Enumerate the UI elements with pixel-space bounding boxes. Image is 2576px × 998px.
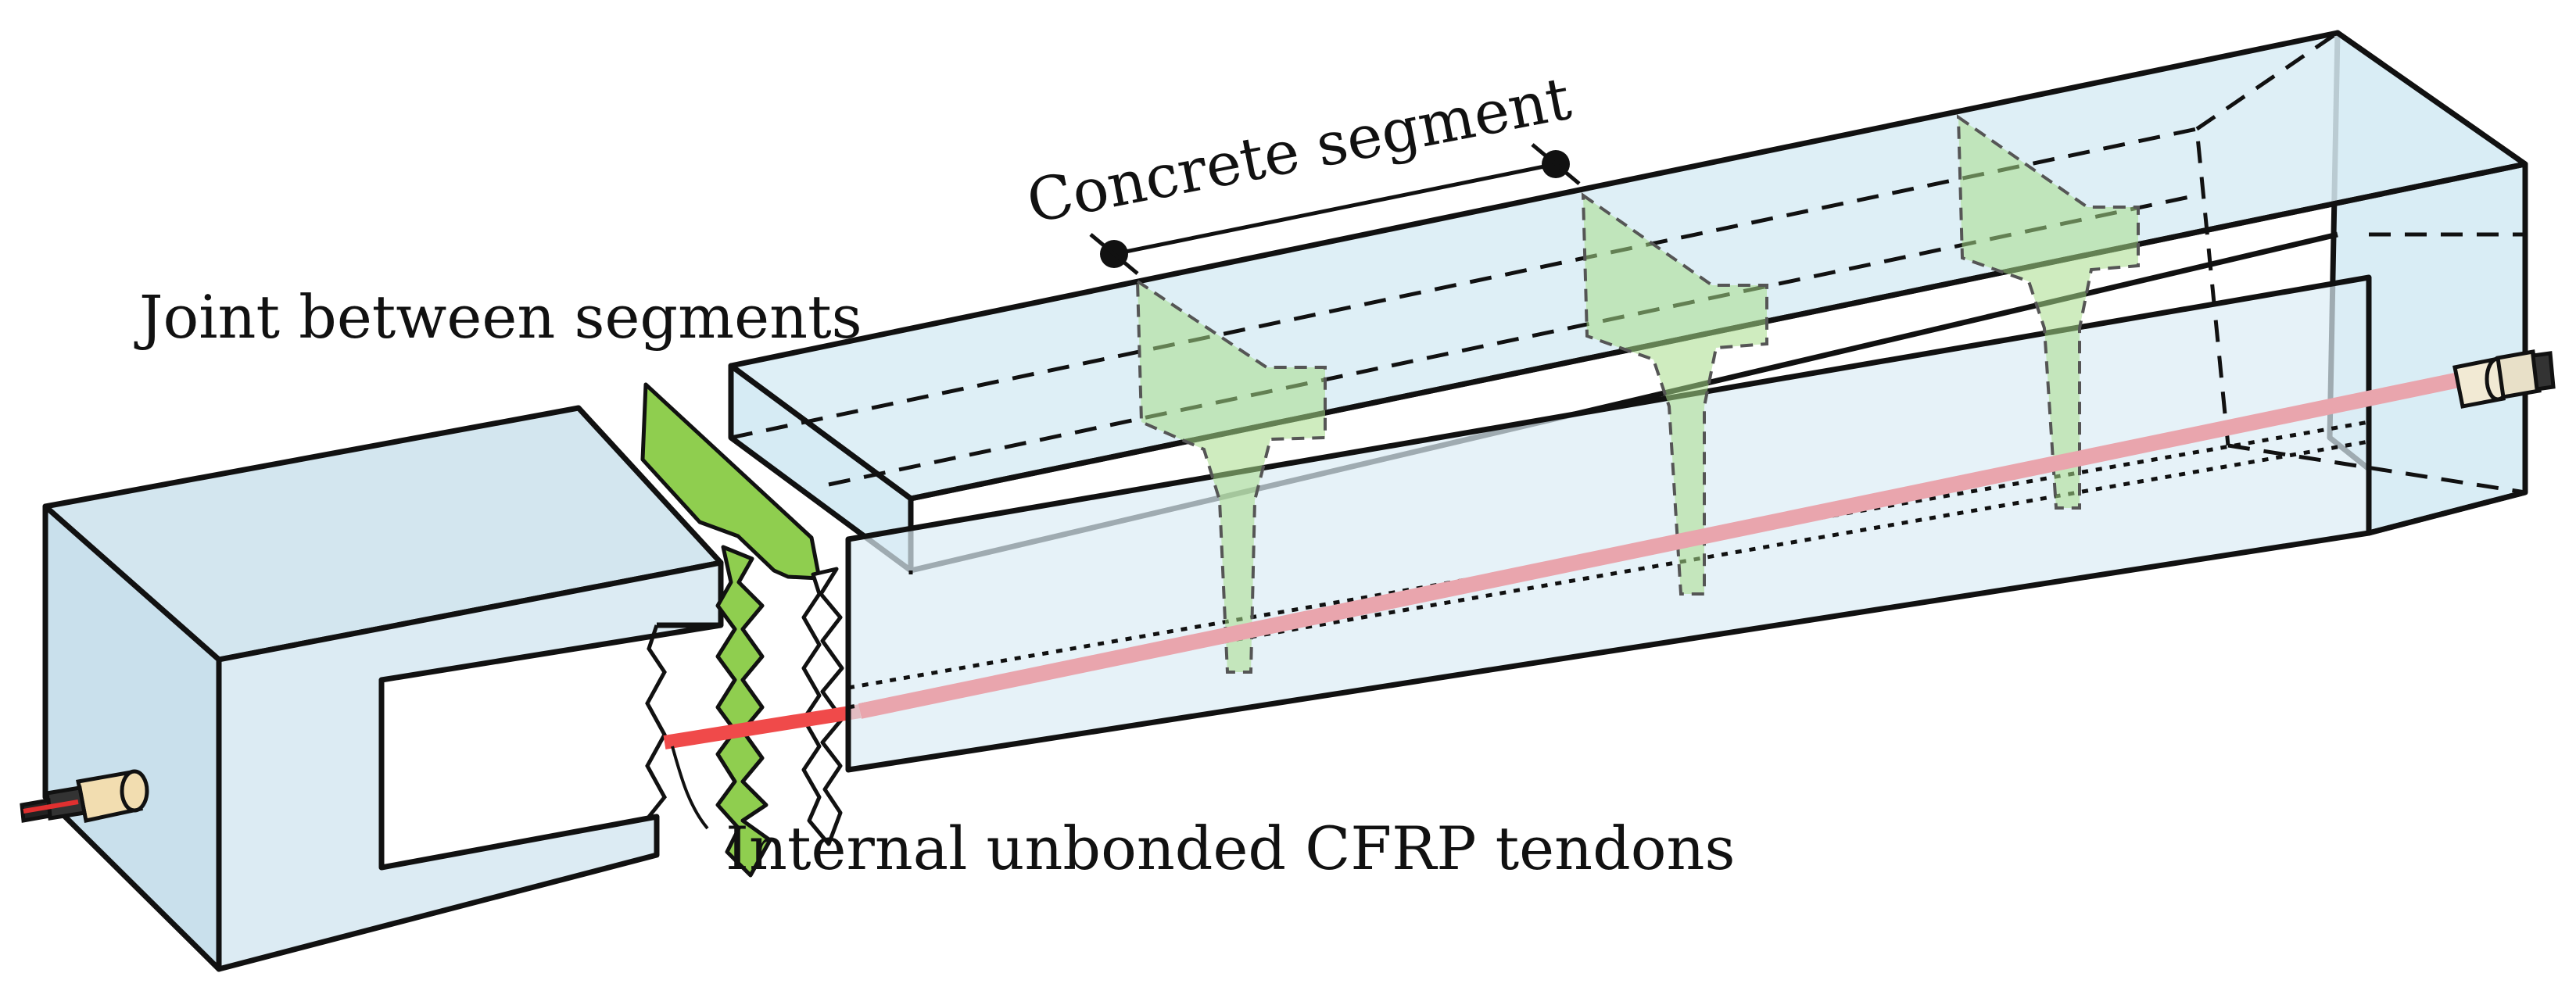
right-anchor-icon <box>2452 349 2556 409</box>
joint-label: Joint between segments <box>134 282 862 352</box>
joint-flange-plate <box>640 382 822 581</box>
tendon-internal <box>858 371 2465 719</box>
internal-joint-2 <box>1581 192 1768 596</box>
tendon-label: Internal unbonded CFRP tendons <box>726 814 1735 883</box>
joint-web-keys <box>715 545 772 878</box>
transparent-beam <box>728 30 2528 773</box>
left-anchor-icon <box>20 769 149 823</box>
internal-joint-3 <box>1956 114 2140 510</box>
internal-joints <box>1135 114 2140 674</box>
segment-dimension <box>1089 143 1581 275</box>
joint-mating-keys <box>801 567 844 846</box>
joint-keys <box>640 382 844 878</box>
tendon-exposed <box>663 704 862 749</box>
left-block-jagged-edge <box>645 624 667 818</box>
tendon-leader-line <box>671 746 709 830</box>
left-end-block <box>42 405 724 972</box>
internal-joint-1 <box>1135 278 1327 674</box>
